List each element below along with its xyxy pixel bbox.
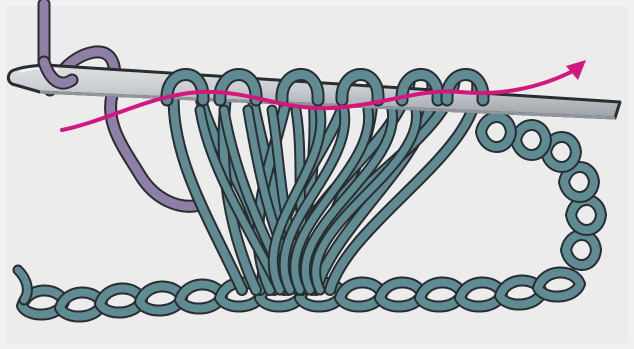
chain-link — [516, 125, 546, 155]
chain-link — [571, 200, 601, 230]
chain-link — [538, 272, 580, 296]
chain-link — [566, 235, 596, 265]
yarn-tail — [18, 270, 27, 300]
stitch-loops — [174, 80, 478, 290]
chain-link — [481, 117, 511, 147]
